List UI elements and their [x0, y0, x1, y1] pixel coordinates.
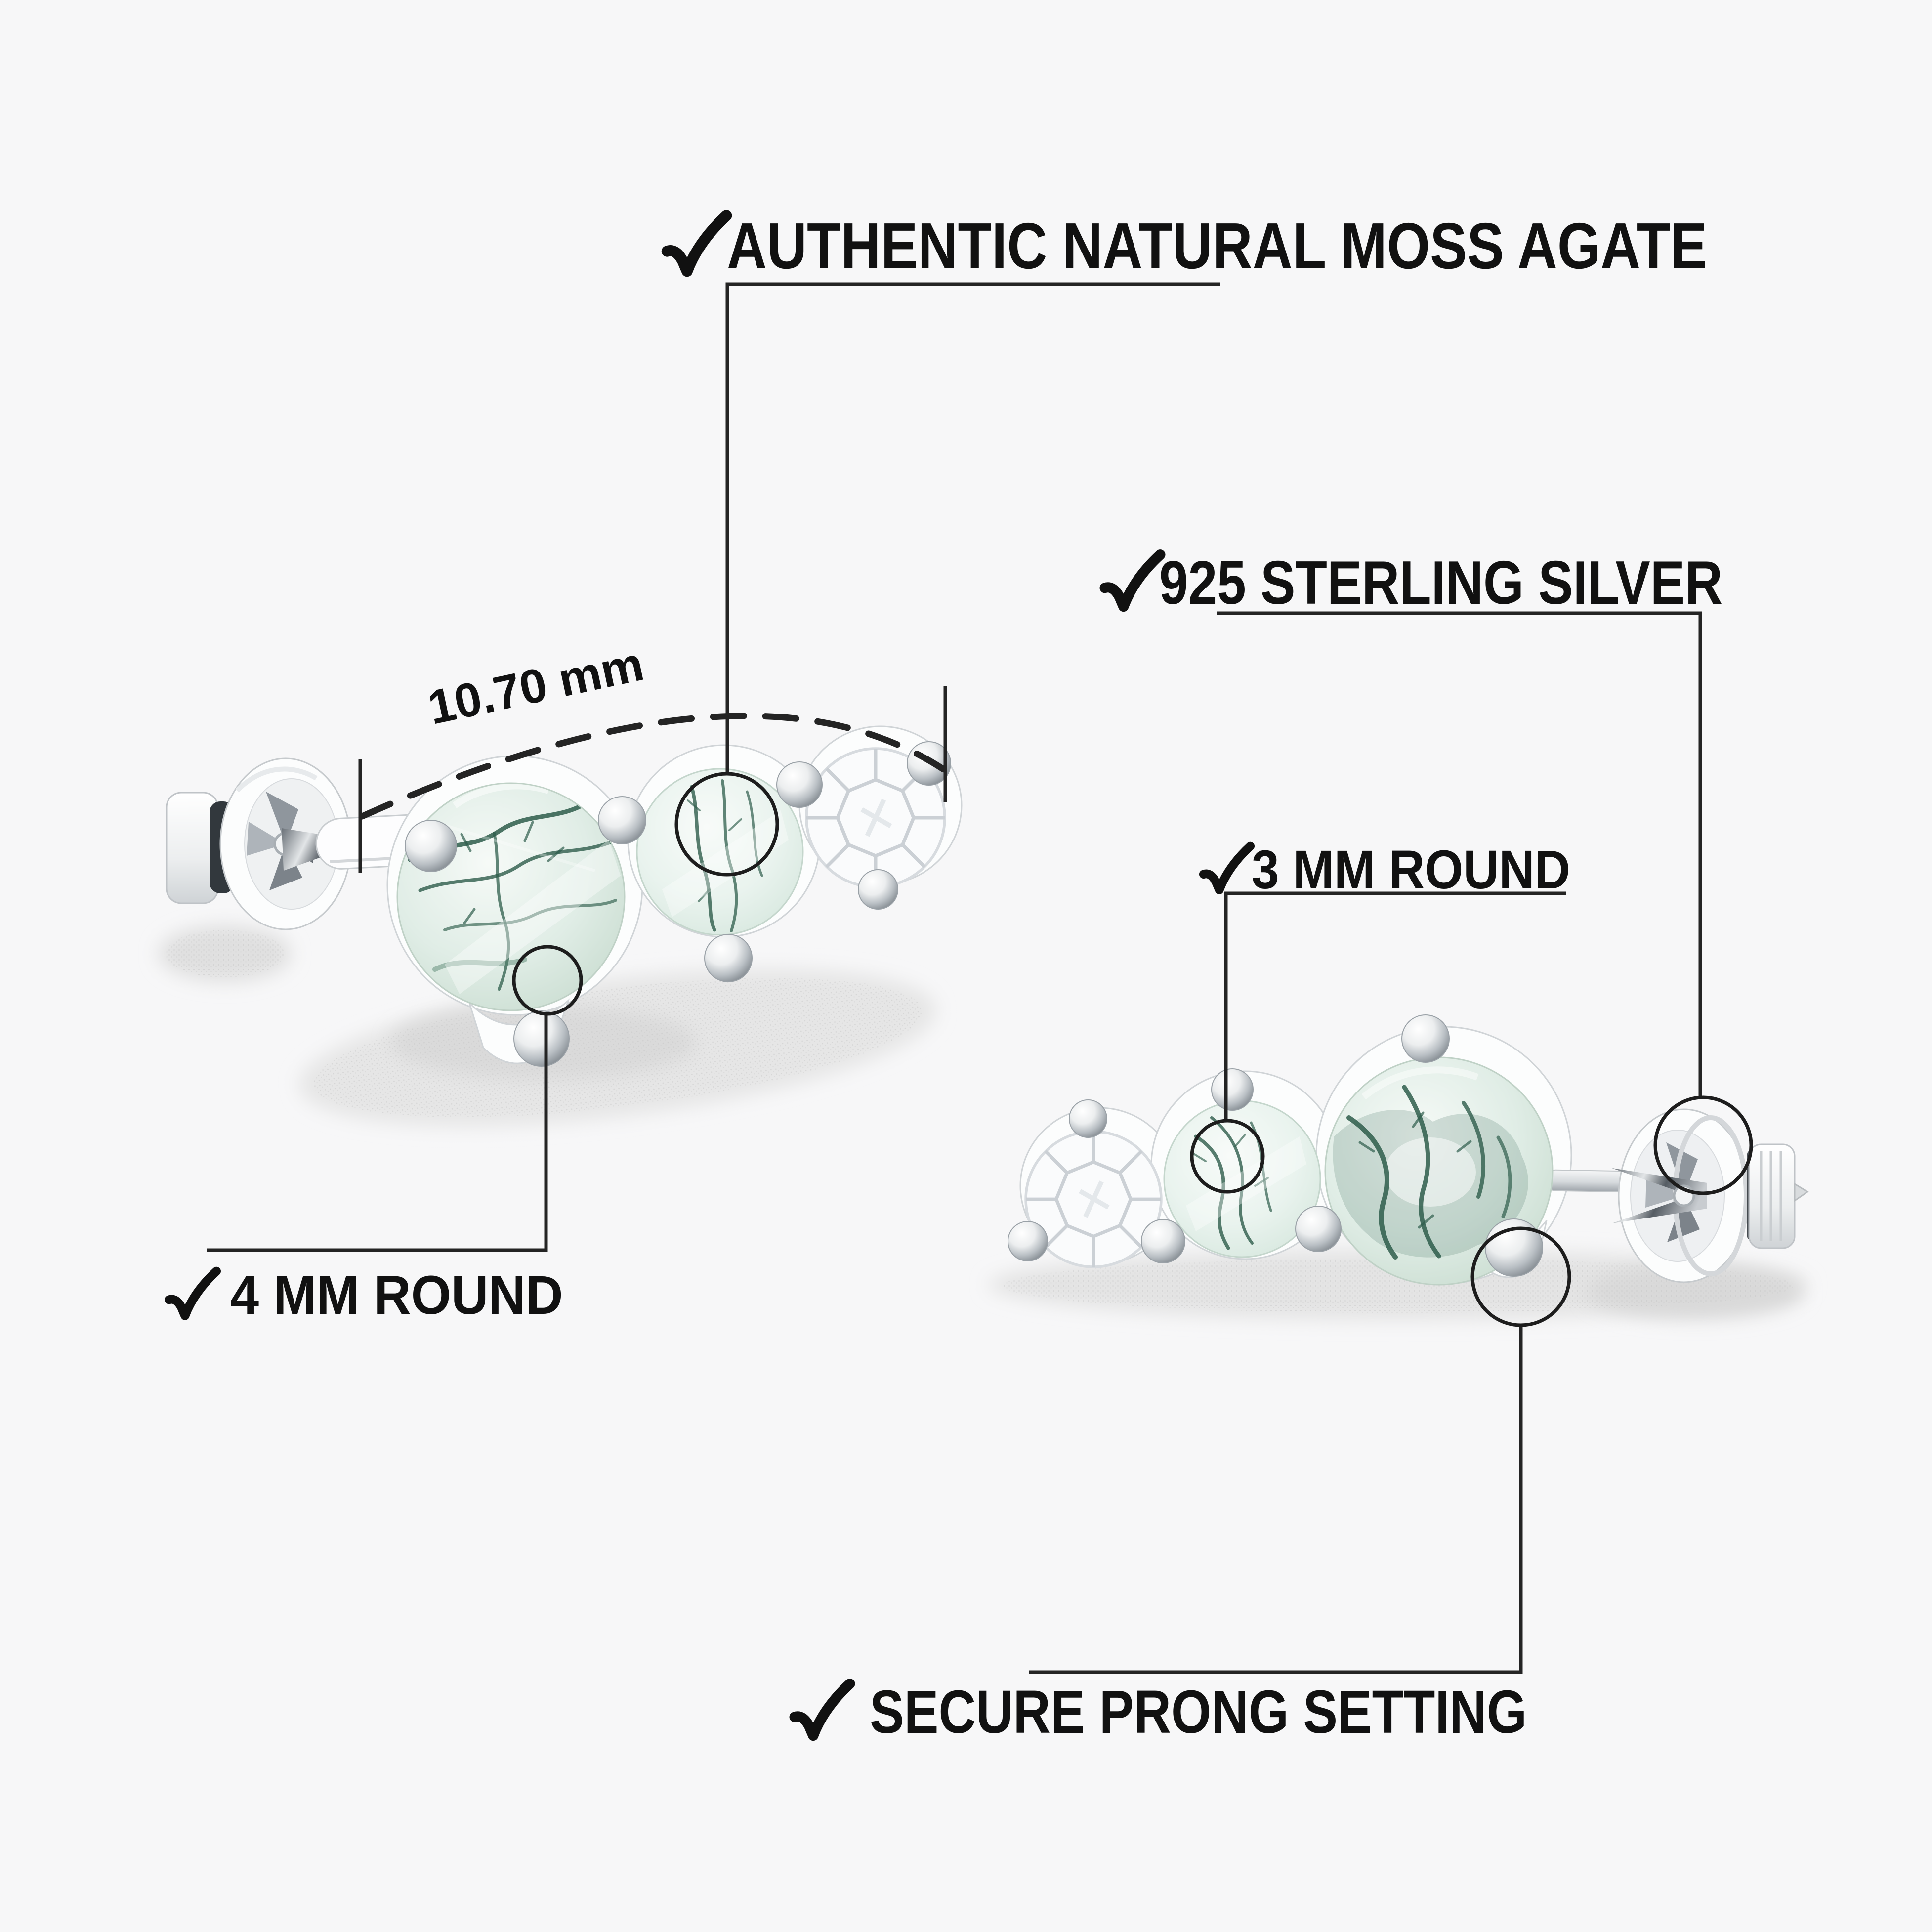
- annotation-circles: [512, 772, 1753, 1327]
- annotation-circle-authentic: [674, 772, 779, 877]
- check-icon: [660, 209, 734, 283]
- annotation-circle-round3: [1190, 1119, 1265, 1194]
- callout-label-silver: 925 STERLING SILVER: [1098, 544, 1822, 623]
- annotation-circle-prong: [1470, 1226, 1571, 1327]
- left-earring-shadow: [158, 925, 937, 1127]
- callout-line-prong: [1029, 1325, 1523, 1674]
- check-icon: [788, 1678, 857, 1747]
- callout-prong-text: SECURE PRONG SETTING: [870, 1678, 1527, 1746]
- callout-label-prong: SECURE PRONG SETTING: [788, 1673, 1643, 1752]
- callout-line-authentic: [725, 282, 1220, 774]
- measurement-group: [358, 686, 948, 873]
- callout-label-round3: 3 MM ROUND: [1198, 833, 1602, 907]
- callout-line-round4: [207, 1014, 548, 1252]
- callout-lines: [207, 282, 1702, 1674]
- callout-label-authentic: AUTHENTIC NATURAL MOSS AGATE: [660, 207, 1880, 286]
- callout-silver-text: 925 STERLING SILVER: [1159, 549, 1723, 617]
- check-icon: [1198, 841, 1256, 899]
- callout-label-round4: 4 MM ROUND: [163, 1259, 581, 1333]
- left-moss-stone-medium: [636, 768, 804, 936]
- measurement-dashed-arc: [359, 713, 948, 820]
- right-earring-photo: [1008, 1014, 1809, 1286]
- right-moss-stone-small: [1163, 1100, 1321, 1258]
- left-moss-stone-large: [396, 782, 626, 1011]
- check-icon: [163, 1266, 222, 1325]
- callout-round4-text: 4 MM ROUND: [230, 1265, 563, 1326]
- callout-line-silver: [1217, 611, 1702, 1097]
- annotation-circle-silver: [1653, 1095, 1753, 1195]
- left-prong-balls: [405, 741, 951, 1067]
- callout-round3-text: 3 MM ROUND: [1252, 840, 1571, 900]
- callout-authentic-text: AUTHENTIC NATURAL MOSS AGATE: [727, 210, 1708, 282]
- right-post-end: [1747, 1143, 1809, 1249]
- callout-line-round3: [1224, 891, 1566, 1121]
- right-earring-shadow: [988, 1249, 1808, 1320]
- left-earring-photo: [166, 725, 963, 1067]
- right-earring-back: [1612, 1108, 1750, 1283]
- check-icon: [1098, 548, 1167, 618]
- annotation-circle-round4: [512, 945, 583, 1016]
